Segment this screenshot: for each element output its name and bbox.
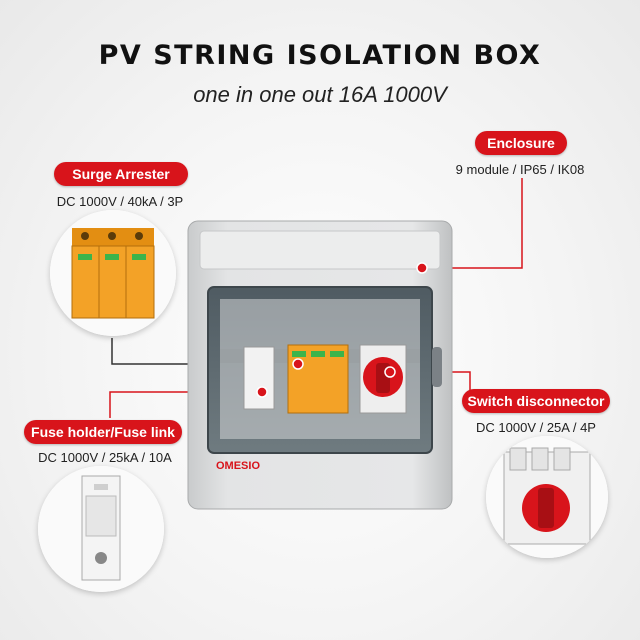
brand-logo: OMESIO (216, 460, 260, 472)
page-title: PV STRING ISOLATION BOX (98, 40, 542, 71)
enclosure-connector (422, 178, 523, 269)
switch-disconnector-badge: Switch disconnector (462, 389, 610, 413)
surge-marker (292, 358, 304, 370)
enclosure-marker (416, 262, 428, 274)
surge-arrester-spec: DC 1000V / 40kA / 3P (56, 194, 184, 209)
fuse-marker (256, 386, 268, 398)
page-subtitle: one in one out 16A 1000V (193, 82, 447, 107)
switch-disconnector-spec: DC 1000V / 25A / 4P (476, 420, 596, 435)
fuse-holder-photo (38, 466, 164, 592)
enclosure-badge: Enclosure (475, 131, 567, 155)
switch-marker (384, 366, 396, 378)
surge-arrester-badge: Surge Arrester (54, 162, 188, 186)
enclosure-spec: 9 module / IP65 / IK08 (455, 162, 585, 177)
fuse-holder-spec: DC 1000V / 25kA / 10A (38, 450, 172, 465)
enclosure-box: OMESIO (187, 220, 453, 510)
switch-disconnector-photo (486, 436, 608, 558)
fuse-holder-badge: Fuse holder/Fuse link (24, 420, 182, 444)
surge-arrester-photo (50, 210, 176, 336)
